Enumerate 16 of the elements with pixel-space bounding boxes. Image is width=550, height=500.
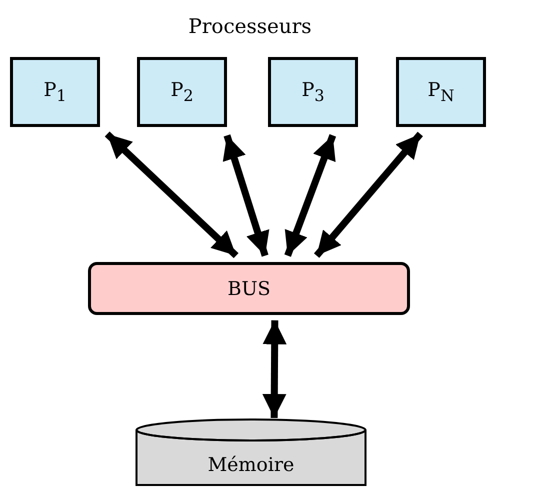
double-arrow	[104, 131, 239, 258]
processor-box	[137, 57, 227, 127]
node-label: P$_{3}$	[302, 79, 324, 105]
node-label: BUS	[228, 278, 270, 300]
processor-box	[268, 57, 358, 127]
bus-box	[88, 262, 410, 315]
node-label: P$_{N}$	[428, 79, 454, 105]
processor-box	[10, 57, 100, 127]
title: Processeurs	[187, 14, 313, 38]
node-label: P$_{1}$	[44, 79, 66, 105]
node-label: P$_{2}$	[170, 79, 194, 105]
double-arrow	[222, 134, 270, 257]
double-arrow	[262, 320, 287, 418]
double-arrow	[284, 134, 336, 257]
double-arrow	[314, 132, 423, 258]
processor-box	[396, 57, 486, 127]
